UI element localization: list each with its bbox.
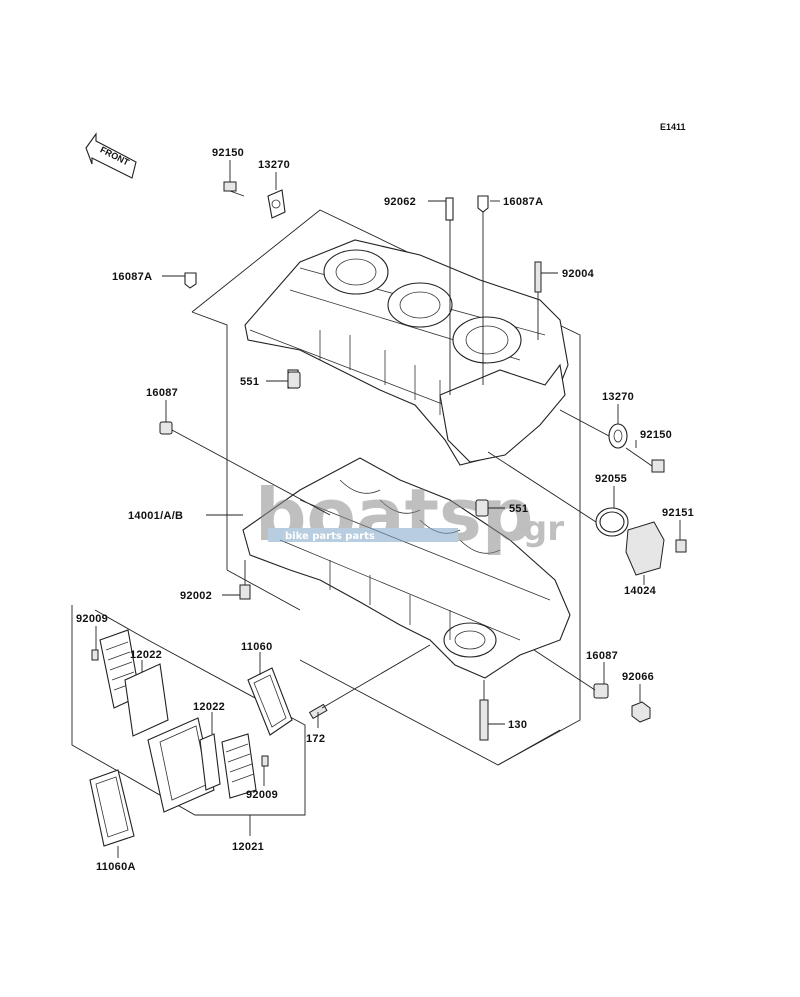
part-label-130: 130 <box>508 719 527 731</box>
part-label-92150-right: 92150 <box>640 429 672 441</box>
part-label-92004: 92004 <box>562 268 595 280</box>
part-label-16087a-top: 16087A <box>503 196 543 208</box>
part-label-16087a-left: 16087A <box>112 271 152 283</box>
part-label-92066: 92066 <box>622 671 654 683</box>
front-arrow-icon: FRONT <box>85 132 137 179</box>
watermark: boatsp .gr bike parts parts <box>255 473 564 557</box>
part-label-13270-right: 13270 <box>602 391 634 403</box>
part-label-92055: 92055 <box>595 473 627 485</box>
part-label-172: 172 <box>306 733 325 745</box>
part-label-92009-top: 92009 <box>76 613 108 625</box>
part-label-92002: 92002 <box>180 590 212 602</box>
part-label-92150-top: 92150 <box>212 147 244 159</box>
diagram-code: E1411 <box>660 122 686 132</box>
part-labels: 92150 13270 92062 16087A 16087A 92004 55… <box>76 147 694 873</box>
part-label-12022-b: 12022 <box>193 701 225 713</box>
part-label-92009-bottom: 92009 <box>246 789 278 801</box>
part-label-92062: 92062 <box>384 196 416 208</box>
watermark-suffix: .gr <box>510 509 564 549</box>
lower-crankcase <box>242 457 571 679</box>
upper-crankcase <box>244 239 569 466</box>
part-label-11060a: 11060A <box>96 861 136 873</box>
leader-lines <box>95 160 681 858</box>
part-label-11060: 11060 <box>241 641 272 653</box>
part-label-551-mid: 551 <box>509 503 528 515</box>
part-label-92151: 92151 <box>662 507 694 519</box>
part-icons <box>89 181 687 847</box>
watermark-main: boatsp <box>255 473 533 557</box>
part-label-12022-a: 12022 <box>130 649 162 661</box>
part-label-12021: 12021 <box>232 841 264 853</box>
part-label-13270-top: 13270 <box>258 159 290 171</box>
part-label-16087-left: 16087 <box>146 387 178 399</box>
part-label-14024: 14024 <box>624 585 657 597</box>
part-label-16087-right: 16087 <box>586 650 618 662</box>
assembly-frame-lines <box>71 209 581 816</box>
part-label-551-top: 551 <box>240 376 259 388</box>
watermark-tagline: bike parts parts <box>285 531 375 542</box>
part-label-14001: 14001/A/B <box>128 510 183 522</box>
